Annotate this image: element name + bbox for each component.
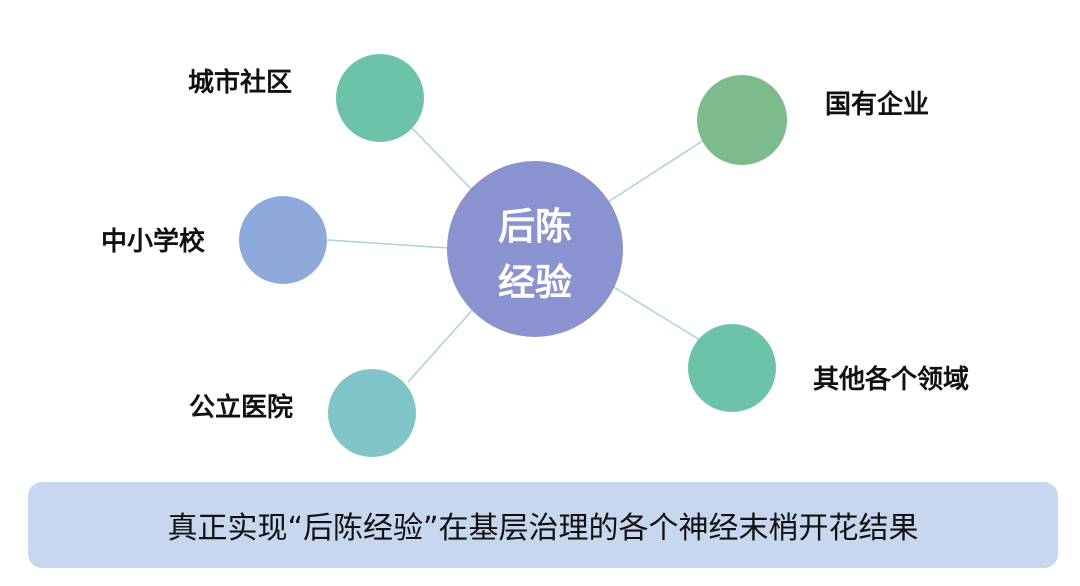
node-circle-enterprises <box>697 75 787 165</box>
center-label-line1: 后陈 <box>498 205 572 248</box>
node-label-enterprises: 国有企业 <box>825 89 929 120</box>
node-circle-hospitals <box>328 369 416 457</box>
node-label-hospitals: 公立医院 <box>189 392 293 423</box>
summary-banner: 真正实现“后陈经验”在基层治理的各个神经末梢开花结果 <box>28 482 1058 568</box>
connector-hospitals <box>407 305 477 383</box>
summary-banner-text: 真正实现“后陈经验”在基层治理的各个神经末梢开花结果 <box>167 511 919 546</box>
node-label-city-community: 城市社区 <box>188 67 292 98</box>
node-circle-schools <box>239 196 327 284</box>
connector-schools <box>327 239 449 249</box>
connector-enterprises <box>607 139 705 203</box>
connector-city-community <box>411 127 475 193</box>
connector-other-fields <box>611 285 701 341</box>
node-circle-city-community <box>336 54 424 142</box>
node-label-other-fields: 其他各个领域 <box>813 364 969 395</box>
center-hub-circle <box>447 161 623 337</box>
node-circle-other-fields <box>688 324 776 412</box>
node-label-schools: 中小学校 <box>101 226 206 257</box>
center-label-line2: 经验 <box>498 261 572 304</box>
